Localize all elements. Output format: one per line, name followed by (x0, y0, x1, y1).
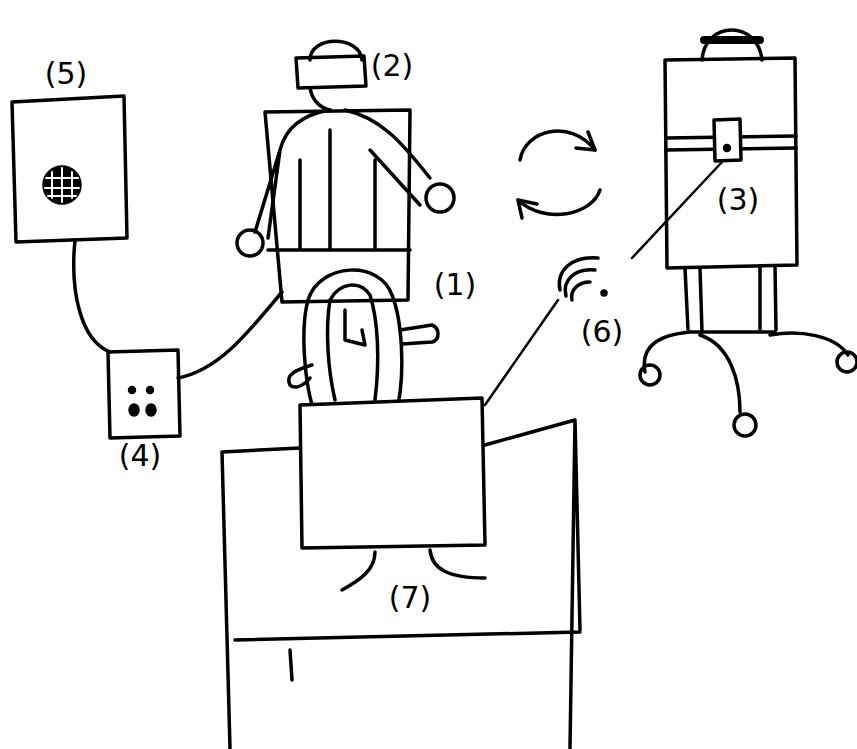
device-dot (725, 146, 730, 151)
outlet-dot (148, 388, 153, 393)
caster (837, 352, 857, 372)
callout-number: (2) (371, 51, 414, 81)
robot-head (702, 30, 762, 60)
robot-visor (704, 36, 760, 44)
arrow-head (576, 132, 595, 150)
bike-wheel (304, 270, 402, 405)
wall-panel (12, 96, 127, 242)
robot-pole (685, 266, 776, 332)
pedal (400, 325, 438, 344)
callout-number: (3) (717, 185, 760, 215)
vr-headset (296, 56, 366, 88)
robot-body (665, 58, 797, 268)
leader-line (632, 162, 722, 258)
monitor (300, 398, 485, 548)
arrow-head (518, 200, 537, 218)
leader-line (485, 300, 558, 405)
grille-grid (45, 168, 79, 202)
signal-dot (602, 291, 606, 295)
robot-base (644, 332, 848, 412)
callout-number: (7) (389, 583, 432, 613)
callout-number: (1) (434, 270, 477, 300)
power-outlet (108, 350, 180, 438)
caster (734, 414, 756, 436)
torso (268, 130, 410, 250)
outlet-dot (130, 388, 135, 393)
callout-number: (4) (119, 441, 162, 471)
caster (640, 365, 660, 385)
hand (426, 184, 454, 212)
panel-grille (44, 167, 80, 203)
head (310, 88, 330, 110)
left-arm (255, 110, 330, 238)
power-wire (178, 292, 282, 378)
rotate-arrow (520, 131, 595, 160)
bike-crank (345, 310, 365, 345)
robot-device (714, 119, 741, 161)
power-wire (74, 240, 110, 352)
pedal (289, 365, 312, 387)
outlet-hole (147, 405, 155, 415)
callout-number: (6) (581, 317, 624, 347)
callout-number: (5) (45, 59, 88, 89)
wireless-signal (559, 258, 598, 300)
right-arm (345, 110, 430, 205)
hand (237, 230, 263, 256)
outlet-hole (130, 405, 138, 415)
bike-wheel-inner (328, 285, 378, 400)
